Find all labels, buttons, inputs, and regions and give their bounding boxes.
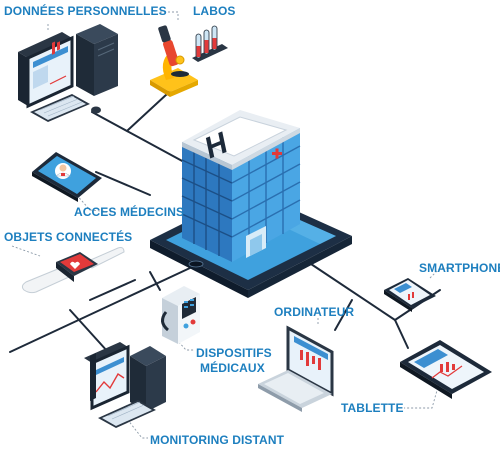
smartwatch-icon bbox=[21, 247, 125, 294]
label-dispositifs-medicaux-line2: MÉDICAUX bbox=[200, 360, 265, 375]
label-ordinateur: ORDINATEUR bbox=[274, 305, 354, 319]
microscope-icon bbox=[150, 25, 198, 97]
medical-device-icon bbox=[161, 286, 200, 344]
red-cross-icon bbox=[272, 148, 282, 159]
hospital-building bbox=[181, 110, 301, 262]
label-tablette: TABLETTE bbox=[341, 401, 404, 415]
desktop-computer-icon bbox=[18, 24, 118, 122]
tablet-icon bbox=[400, 340, 492, 399]
laptop-icon bbox=[258, 325, 334, 412]
smartphone-icon bbox=[384, 278, 436, 312]
label-monitoring-distant: MONITORING DISTANT bbox=[150, 433, 285, 447]
label-labos: LABOS bbox=[193, 4, 236, 18]
label-dispositifs-medicaux-line1: DISPOSITIFS bbox=[196, 346, 272, 360]
monitoring-workstation-icon bbox=[84, 342, 166, 428]
diagram-labels: DONNÉES PERSONNELLES LABOS ACCES MÉDECIN… bbox=[4, 3, 500, 447]
label-acces-medecins: ACCES MÉDECINS bbox=[74, 204, 184, 219]
doctor-smartphone-icon bbox=[32, 152, 102, 202]
label-objets-connectes: OBJETS CONNECTÉS bbox=[4, 229, 132, 244]
leader-lines bbox=[11, 11, 448, 439]
test-tubes-icon bbox=[192, 25, 228, 62]
label-smartphone: SMARTPHONE bbox=[419, 261, 500, 275]
label-donnees-personnelles: DONNÉES PERSONNELLES bbox=[4, 3, 167, 18]
